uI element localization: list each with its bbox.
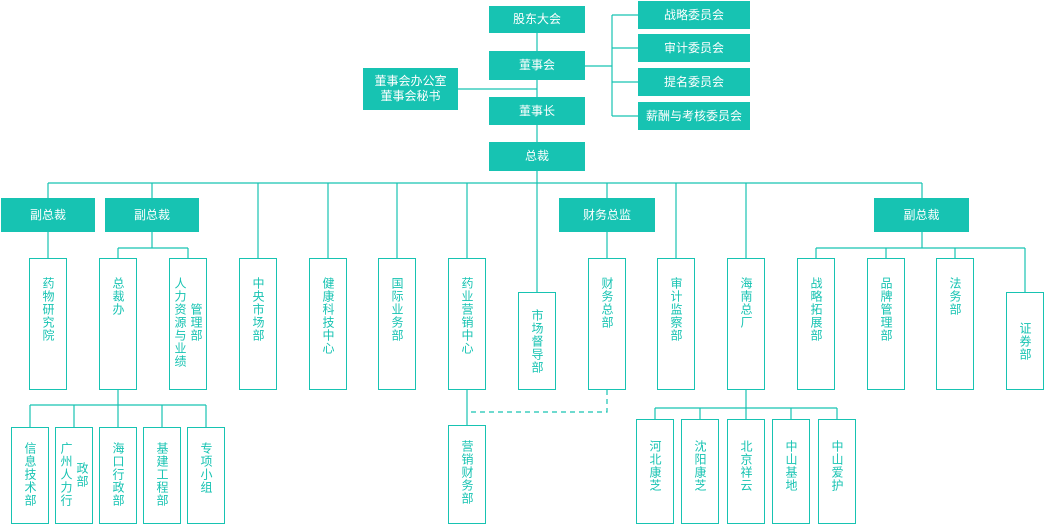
dept-audit[interactable]: 审计监察部	[657, 258, 695, 390]
vp-label: 副总裁	[903, 207, 940, 222]
board-label: 董事会	[518, 58, 555, 72]
sub-label: 基建工程部	[155, 442, 169, 507]
dept-label: 海南总厂	[739, 277, 753, 329]
sub-hk-admin[interactable]: 海口行政部	[99, 427, 137, 524]
sub-label: 中山爱护	[830, 440, 844, 492]
dept-hainan-plant[interactable]: 海南总厂	[727, 258, 765, 390]
chairman-label: 董事长	[518, 103, 555, 118]
sub-it[interactable]: 信息技术部	[11, 427, 49, 524]
dept-pharma-research[interactable]: 药物研究院	[29, 258, 67, 390]
sub-label: 中山基地	[784, 440, 798, 492]
dept-label: 市场督导部	[530, 308, 544, 374]
dept-label: 健康科技中心	[321, 277, 335, 355]
committee-strategy[interactable]: 战略委员会	[638, 1, 750, 29]
dept-health-tech[interactable]: 健康科技中心	[309, 258, 347, 390]
dept-label: 证券部	[1018, 321, 1032, 361]
shareholders-meeting-box[interactable]: 股东大会	[489, 6, 585, 33]
dept-securities[interactable]: 证券部	[1006, 292, 1044, 390]
committee-label: 战略委员会	[663, 7, 724, 22]
sub-label: 信息技术部	[23, 442, 37, 507]
dept-finance[interactable]: 财务总部	[588, 258, 626, 390]
sub-gz-admin[interactable]: 政部 广州人力行	[55, 427, 93, 524]
sub-sales-finance[interactable]: 营销财务部	[448, 425, 486, 524]
sub-infra[interactable]: 基建工程部	[143, 427, 181, 524]
board-box[interactable]: 董事会	[489, 51, 585, 80]
cfo-label: 财务总监	[582, 207, 631, 222]
board-office-label: 董事会办公室	[374, 74, 447, 88]
board-secretary-label: 董事会秘书	[380, 89, 441, 103]
dept-hr[interactable]: 管理部 人力资源与业绩	[169, 258, 207, 390]
sub-zhongshan-aihu[interactable]: 中山爱护	[818, 419, 856, 524]
dept-label: 国际业务部	[390, 277, 404, 342]
dept-label: 药物研究院	[41, 277, 55, 342]
dept-legal[interactable]: 法务部	[936, 258, 974, 390]
dept-president-office[interactable]: 总裁办	[99, 258, 137, 390]
vp-label: 副总裁	[29, 207, 66, 222]
dept-strategy-dev[interactable]: 战略拓展部	[797, 258, 835, 390]
sub-label: 营销财务部	[460, 440, 474, 505]
sub-label: 海口行政部	[111, 442, 125, 507]
sub-label: 河北康芝	[648, 440, 662, 492]
committee-audit[interactable]: 审计委员会	[638, 34, 750, 62]
dept-label: 财务总部	[600, 277, 614, 329]
shareholders-meeting-label: 股东大会	[512, 12, 561, 26]
vp-label: 副总裁	[133, 207, 170, 222]
cfo-box[interactable]: 财务总监	[559, 198, 655, 232]
dashed-connector	[467, 390, 608, 413]
vp-box-3[interactable]: 副总裁	[874, 198, 969, 232]
sub-zhongshan-base[interactable]: 中山基地	[772, 419, 810, 524]
dept-central-market[interactable]: 中央市场部	[239, 258, 277, 390]
dept-label: 审计监察部	[669, 277, 683, 342]
dept-label: 总裁办	[111, 277, 125, 316]
committee-nomination[interactable]: 提名委员会	[638, 68, 750, 96]
board-office-box[interactable]: 董事会办公室 董事会秘书	[363, 68, 458, 110]
vp-box-2[interactable]: 副总裁	[105, 198, 199, 232]
dept-market-supervision[interactable]: 市场督导部	[518, 292, 556, 390]
dept-label: 战略拓展部	[809, 277, 823, 342]
committee-label: 薪酬与考核委员会	[645, 108, 742, 123]
sub-label: 沈阳康芝	[693, 440, 707, 492]
dept-international[interactable]: 国际业务部	[378, 258, 416, 390]
dept-label: 管理部 人力资源与业绩	[173, 277, 203, 368]
committee-label: 审计委员会	[663, 40, 724, 55]
dept-label: 品牌管理部	[879, 277, 893, 342]
sub-shenyang[interactable]: 沈阳康芝	[681, 419, 719, 524]
dept-brand-mgmt[interactable]: 品牌管理部	[867, 258, 905, 390]
sub-beijing[interactable]: 北京祥云	[727, 419, 765, 524]
sub-hebei[interactable]: 河北康芝	[636, 419, 674, 524]
committee-compensation[interactable]: 薪酬与考核委员会	[638, 102, 750, 130]
dept-label: 药业营销中心	[460, 277, 474, 355]
dept-pharma-marketing[interactable]: 药业营销中心	[448, 258, 486, 390]
committee-label: 提名委员会	[663, 74, 724, 89]
chairman-box[interactable]: 董事长	[489, 97, 585, 125]
sub-special[interactable]: 专项小组	[187, 427, 225, 524]
dept-label: 法务部	[948, 277, 962, 316]
sub-label: 北京祥云	[739, 440, 753, 492]
president-label: 总裁	[524, 149, 549, 163]
dept-label: 中央市场部	[251, 277, 265, 342]
sub-label: 专项小组	[199, 442, 213, 494]
president-box[interactable]: 总裁	[489, 142, 585, 171]
sub-label: 政部 广州人力行	[59, 442, 89, 507]
vp-box-1[interactable]: 副总裁	[1, 198, 95, 232]
